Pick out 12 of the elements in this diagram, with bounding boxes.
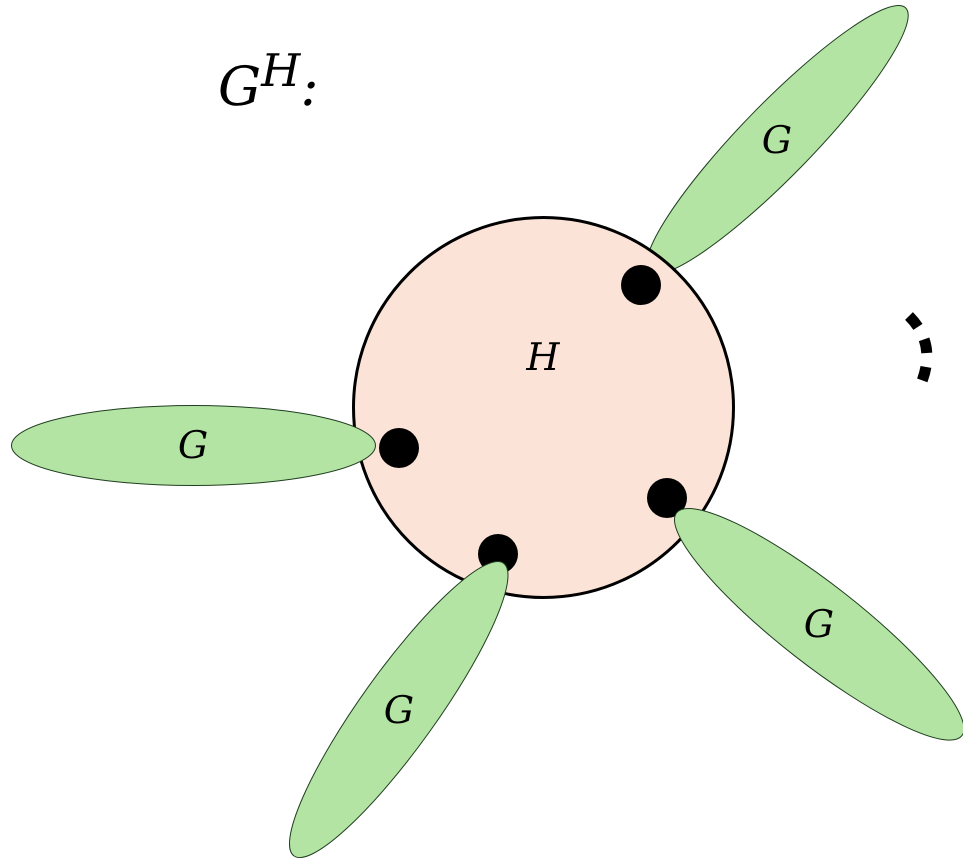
node-label: G xyxy=(178,426,208,464)
title: G$^{H}$: xyxy=(218,48,319,114)
node-label: G xyxy=(804,604,834,643)
circle-shape xyxy=(352,216,734,598)
node-label: G xyxy=(384,690,414,729)
dot-marker xyxy=(647,478,687,518)
node-label: H xyxy=(526,338,560,376)
node-label: G xyxy=(762,120,792,159)
ellipse-shape xyxy=(289,561,509,858)
dot-marker xyxy=(379,428,419,468)
ellipse-shape xyxy=(10,404,376,486)
dot-marker xyxy=(621,265,661,305)
